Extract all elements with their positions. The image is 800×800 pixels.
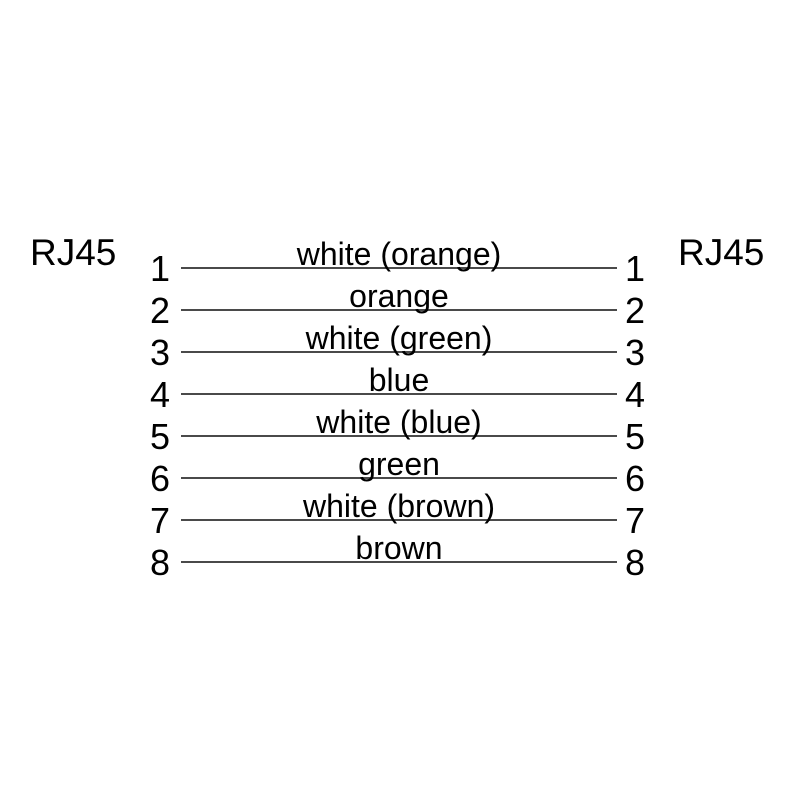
wire-color-label: green bbox=[358, 446, 440, 482]
pin-number-left: 7 bbox=[149, 500, 170, 541]
wire-color-label: blue bbox=[368, 362, 430, 398]
wire-color-label: orange bbox=[349, 278, 449, 314]
wire-line bbox=[181, 477, 617, 479]
pin-number-right: 6 bbox=[625, 458, 646, 499]
pin-number-left: 2 bbox=[149, 290, 170, 331]
pin-number-left: 5 bbox=[149, 416, 170, 457]
wire-line bbox=[181, 561, 617, 563]
pin-number-right: 4 bbox=[625, 374, 646, 415]
pin-number-left: 6 bbox=[149, 458, 170, 499]
wire-line bbox=[181, 267, 617, 269]
wire-color-label: white (blue) bbox=[316, 404, 482, 440]
wire-line bbox=[181, 351, 617, 353]
wire-color-label: white (orange) bbox=[296, 236, 502, 272]
connector-label-right: RJ45 bbox=[678, 232, 765, 273]
pin-number-right: 3 bbox=[625, 332, 646, 373]
wire-color-label: white (brown) bbox=[302, 488, 496, 524]
pin-number-left: 8 bbox=[149, 542, 170, 583]
connector-label-left: RJ45 bbox=[30, 232, 117, 273]
pin-number-right: 8 bbox=[625, 542, 646, 583]
wire-line bbox=[181, 393, 617, 395]
wire-color-label: white (green) bbox=[305, 320, 493, 356]
pin-number-right: 5 bbox=[625, 416, 646, 457]
pin-number-left: 1 bbox=[149, 248, 170, 289]
pin-number-right: 1 bbox=[625, 248, 646, 289]
wire-line bbox=[181, 309, 617, 311]
wire-line bbox=[181, 435, 617, 437]
wire-line bbox=[181, 519, 617, 521]
pin-number-left: 3 bbox=[149, 332, 170, 373]
pin-number-right: 2 bbox=[625, 290, 646, 331]
pin-number-right: 7 bbox=[625, 500, 646, 541]
wire-color-label: brown bbox=[355, 530, 443, 566]
pin-number-left: 4 bbox=[149, 374, 170, 415]
